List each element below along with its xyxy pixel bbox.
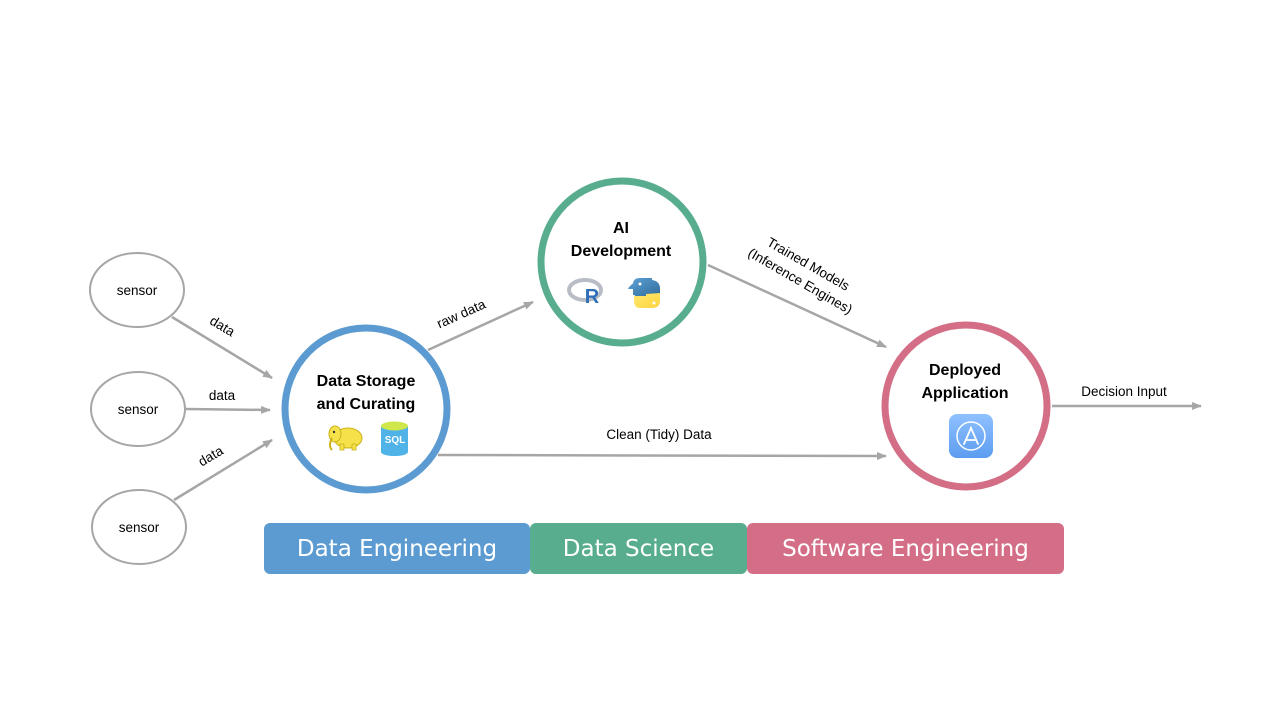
arrow-sensor2-to-storage — [185, 405, 271, 414]
node-ai-development: AI Development R — [537, 177, 707, 347]
arrow-storage-to-ai — [427, 300, 534, 352]
node-ai-title-2: Development — [571, 243, 672, 260]
sensor-1-label: sensor — [117, 283, 158, 298]
edge-label-sensor3: data — [196, 443, 227, 470]
band-software-engineering: Software Engineering — [747, 523, 1064, 574]
edge-label-decision-input: Decision Input — [1081, 384, 1167, 399]
node-ai-title-1: AI — [613, 220, 629, 237]
edge-label-sensor2: data — [209, 388, 236, 403]
sensor-2-label: sensor — [118, 402, 159, 417]
arrow-ai-to-app — [707, 263, 887, 349]
node-app-title-1: Deployed — [929, 362, 1001, 379]
node-data-storage-title-2: and Curating — [317, 396, 416, 413]
band-data-engineering: Data Engineering — [264, 523, 530, 574]
node-app-title-2: Application — [921, 385, 1008, 402]
node-data-storage: Data Storage and Curating SQL — [281, 324, 451, 494]
node-deployed-application: Deployed Application — [881, 321, 1051, 491]
r-language-icon: R — [567, 278, 603, 308]
sensor-2: sensor — [90, 371, 186, 447]
sensor-3-label: sensor — [119, 520, 160, 535]
sensor-3: sensor — [91, 489, 187, 565]
edge-label-sensor1: data — [207, 313, 238, 340]
python-icon — [628, 278, 660, 308]
arrow-sensor1-to-storage — [171, 315, 273, 380]
r-icon-text: R — [585, 286, 600, 308]
arrow-storage-to-app — [437, 451, 887, 460]
band-data-science: Data Science — [530, 523, 747, 574]
sensor-1: sensor — [89, 252, 185, 328]
sql-database-icon: SQL — [381, 421, 408, 456]
arrow-sensor3-to-storage — [173, 438, 273, 502]
hadoop-elephant-icon — [328, 425, 363, 451]
app-store-icon — [949, 414, 993, 458]
node-data-storage-title-1: Data Storage — [317, 373, 416, 390]
edge-label-clean-data: Clean (Tidy) Data — [606, 427, 712, 442]
sql-icon-text: SQL — [385, 435, 406, 446]
